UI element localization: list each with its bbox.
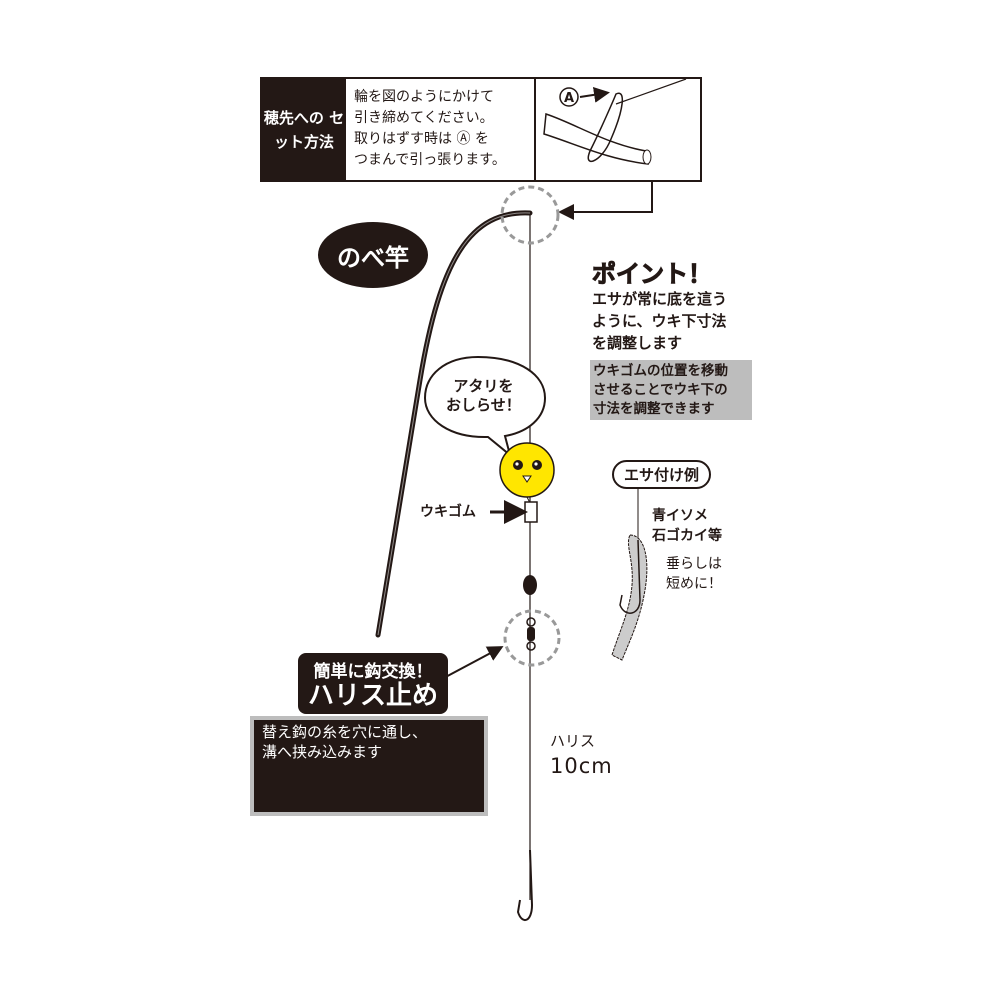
bubble-text: アタリを おしらせ！ [446, 377, 521, 414]
harisu-length: 10cm [550, 754, 613, 778]
ukigomu-tube [524, 501, 538, 523]
harisu-stopper-description: 替え鈎の糸を穴に通し、 溝へ挟み込みます [262, 723, 428, 761]
point-body: エサが常に底を這う ように、ウキ下寸法 を調整します [592, 290, 728, 352]
marker-a: A [564, 91, 574, 106]
harisu-stopper-label: 簡単に鈎交換！ ハリス止め [298, 653, 449, 714]
ukigomu-label: ウキゴム [420, 504, 476, 520]
rod-label: のべ竿 [318, 222, 428, 288]
harisu-label: ハリス [550, 732, 596, 750]
point-title: ポイント！ [592, 260, 713, 289]
harisu-stopper-box [250, 716, 488, 816]
swivel [526, 617, 536, 651]
speech-bubble [423, 355, 547, 458]
harisu-stopper-title: ハリス止め [308, 681, 439, 711]
setup-instructions-box: 穂先への セット方法 輪を図のようにかけて 引き締めてください。 取りはずす時は… [260, 77, 702, 182]
loop-illustration: A [536, 78, 700, 180]
connector-arrow [558, 180, 653, 220]
sinker [523, 575, 537, 595]
bait-worm [611, 483, 648, 661]
bait-example-label: エサ付け例 [612, 460, 712, 489]
point-note: ウキゴムの位置を移動 させることでウキ下の 寸法を調整できます [590, 360, 752, 420]
harisu-stopper-headline: 簡単に鈎交換！ [313, 662, 433, 682]
bait-tip: 垂らしは 短めに！ [666, 556, 722, 592]
bait-types: 青イソメ 石ゴカイ等 [652, 508, 722, 544]
hook [516, 849, 534, 921]
setup-label: 穂先への セット方法 [262, 79, 346, 180]
setup-instructions: 輪を図のようにかけて 引き締めてください。 取りはずす時は Ⓐ を つまんで引っ… [346, 79, 536, 180]
swivel-highlight-circle [503, 609, 561, 667]
float-character [499, 442, 555, 506]
tip-highlight-circle [500, 185, 560, 245]
